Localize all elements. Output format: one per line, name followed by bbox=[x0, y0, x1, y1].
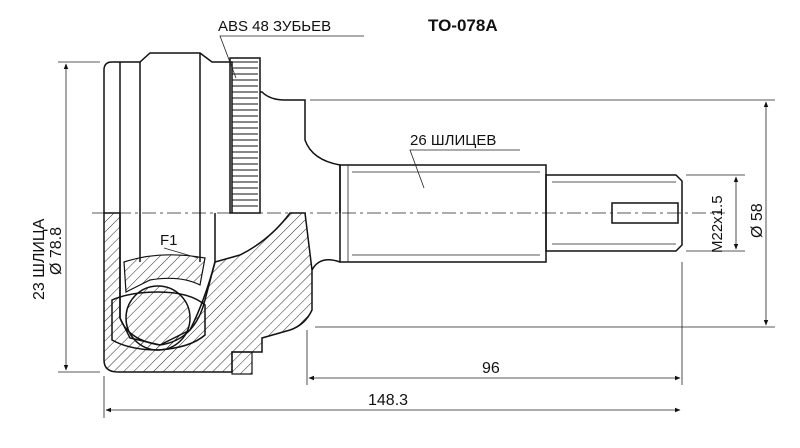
spline-leader bbox=[409, 149, 520, 189]
dim-shaft-diameter bbox=[310, 99, 775, 328]
left-spline-label: 23 ШЛИЦА bbox=[31, 218, 48, 300]
outer-diameter-label: Ø 78.8 bbox=[48, 227, 65, 275]
housing-neck bbox=[260, 91, 341, 213]
abs-ring-teeth bbox=[232, 61, 258, 207]
thread-label: M22x1.5 bbox=[709, 195, 726, 253]
abs-leader bbox=[219, 35, 364, 79]
shaft bbox=[339, 164, 683, 263]
bell-housing-upper bbox=[103, 52, 233, 213]
abs-label: ABS 48 ЗУБЬЕВ bbox=[218, 18, 331, 35]
abs-ring bbox=[229, 57, 261, 214]
dim-thread bbox=[686, 174, 745, 252]
f1-leader bbox=[163, 247, 199, 259]
spline-label: 26 ШЛИЦЕВ bbox=[410, 132, 496, 149]
dim-length-total bbox=[103, 376, 681, 418]
part-number: TO-078A bbox=[428, 16, 498, 35]
dim-length-shaft bbox=[306, 262, 683, 385]
housing-section bbox=[103, 212, 341, 375]
dim-outer-diameter bbox=[58, 61, 100, 373]
length-total-label: 148.3 bbox=[368, 392, 408, 409]
length-shaft-label: 96 bbox=[482, 360, 500, 377]
f1-label: F1 bbox=[160, 232, 178, 249]
shaft-diameter-label: Ø 58 bbox=[749, 203, 766, 238]
